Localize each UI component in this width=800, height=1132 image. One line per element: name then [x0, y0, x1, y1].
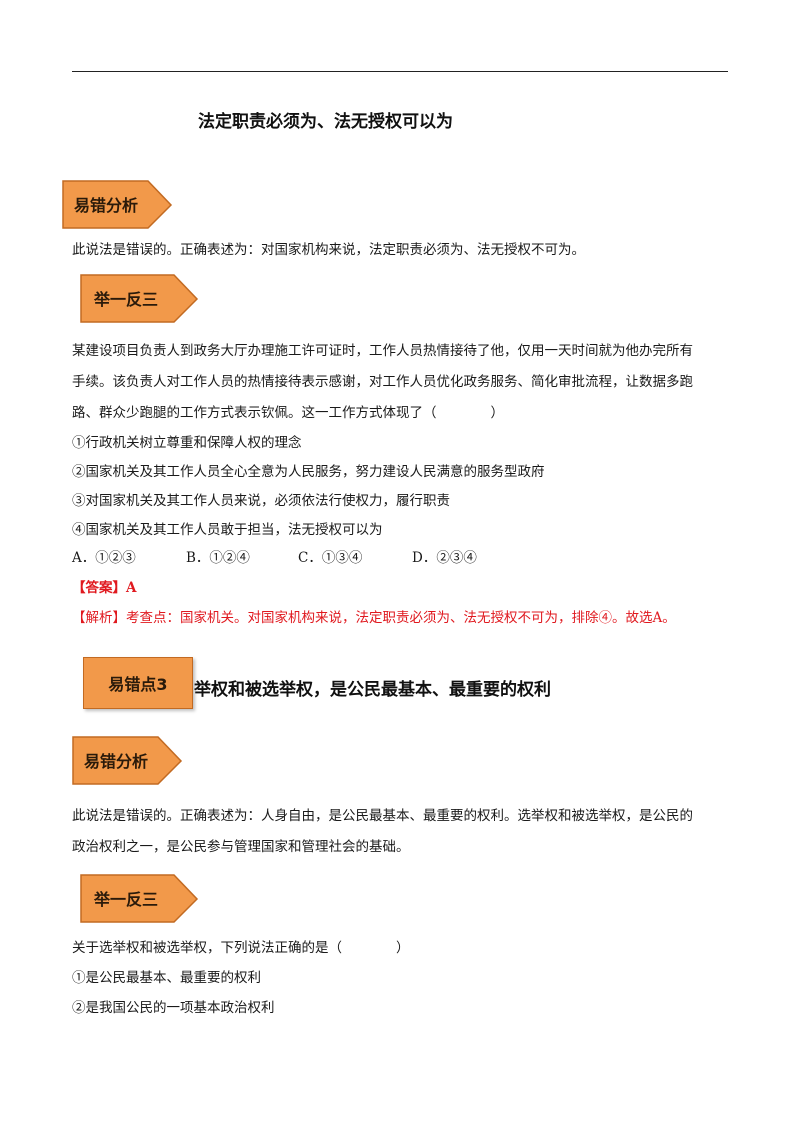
statement-1: ①行政机关树立尊重和保障人权的理念: [72, 435, 302, 451]
practice-badge-2: 举一反三: [80, 874, 199, 923]
option-b: B．①②④: [186, 550, 250, 566]
statement-2: ②国家机关及其工作人员全心全意为人民服务，努力建设人民满意的服务型政府: [72, 464, 545, 480]
practice-badge-1: 举一反三: [80, 274, 199, 323]
badge-label: 举一反三: [93, 890, 158, 909]
analysis-text-2-line-1: 此说法是错误的。正确表述为：人身自由，是公民最基本、最重要的权利。选举权和被选举…: [72, 808, 693, 824]
analysis-badge-1: 易错分析: [62, 180, 173, 229]
badge-label: 易错分析: [74, 196, 138, 215]
statement-4: ④国家机关及其工作人员敢于担当，法无授权可以为: [72, 522, 383, 538]
option-a: A．①②③: [72, 550, 136, 566]
statement-2-1: ①是公民最基本、最重要的权利: [72, 970, 261, 986]
badge-label: 易错分析: [84, 752, 148, 771]
option-d: D．②③④: [412, 550, 477, 566]
statement-2-2: ②是我国公民的一项基本政治权利: [72, 1000, 275, 1016]
analysis-badge-2: 易错分析: [72, 736, 183, 785]
option-c: C．①③④: [298, 550, 363, 566]
section-heading: 举权和被选举权，是公民最基本、最重要的权利: [194, 680, 551, 700]
question-line-2: 手续。该负责人对工作人员的热情接待表示感谢，对工作人员优化政务服务、简化审批流程…: [72, 374, 693, 390]
question-line-3: 路、群众少跑腿的工作方式表示钦佩。这一工作方式体现了（ ）: [72, 405, 504, 421]
answer-options: A．①②③ B．①②④ C．①③④ D．②③④: [72, 548, 477, 568]
analysis-text-2-line-2: 政治权利之一，是公民参与管理国家和管理社会的基础。: [72, 839, 410, 855]
page-title: 法定职责必须为、法无授权可以为: [198, 112, 453, 132]
statement-3: ③对国家机关及其工作人员来说，必须依法行使权力，履行职责: [72, 493, 450, 509]
badge-label: 举一反三: [93, 290, 158, 309]
header-rule: [72, 71, 728, 72]
analysis-text-1: 此说法是错误的。正确表述为：对国家机构来说，法定职责必须为、法无授权不可为。: [72, 242, 585, 258]
question-2: 关于选举权和被选举权，下列说法正确的是（ ）: [72, 940, 410, 956]
answer-line: 【答案】A: [72, 580, 137, 596]
explanation-line: 【解析】考查点：国家机关。对国家机构来说，法定职责必须为、法无授权不可为，排除④…: [72, 610, 676, 626]
error-point-box: 易错点3: [83, 657, 193, 709]
question-line-1: 某建设项目负责人到政务大厅办理施工许可证时，工作人员热情接待了他，仅用一天时间就…: [72, 343, 693, 359]
